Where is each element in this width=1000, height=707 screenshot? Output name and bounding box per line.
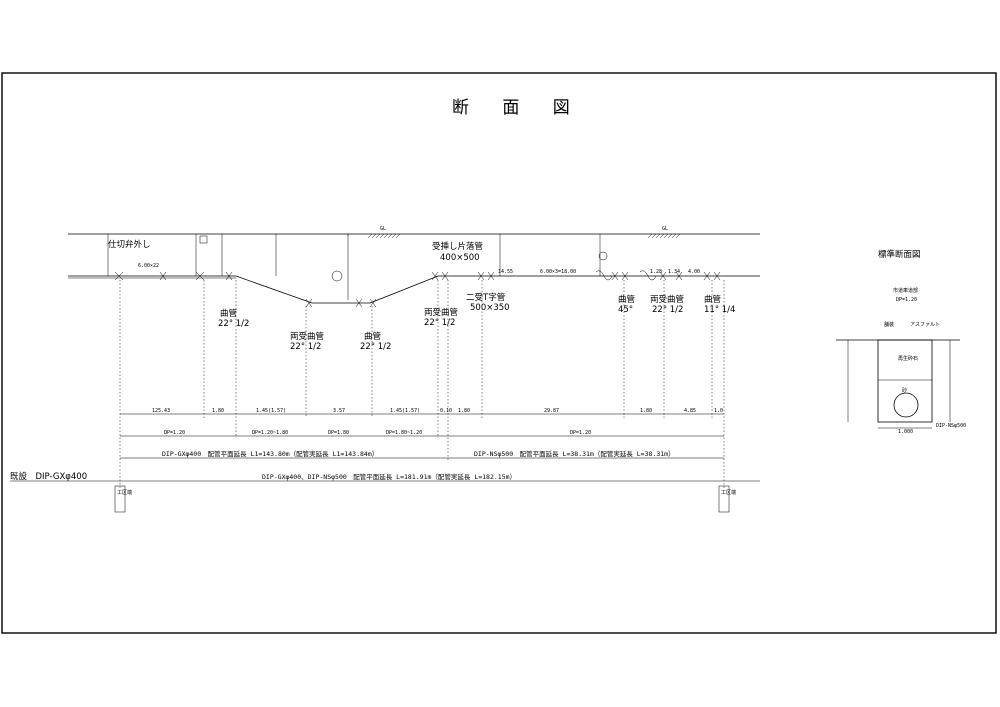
end-mark-left: 工区端 [117, 489, 132, 496]
dim-row1-8: 29.87 [544, 408, 559, 414]
standard-road-label: 市道車道部 [893, 287, 918, 294]
dim-row1-3: 1.45(1.57) [256, 408, 286, 414]
label-double-bend: 両受曲管 [290, 331, 324, 342]
standard-sand: 砂 [902, 387, 907, 394]
hydrant-circle [598, 251, 608, 261]
ground-hatch-left [367, 233, 401, 239]
label-saddle-pipe: 受挿し片落管 [432, 241, 483, 252]
label-bend-45: 曲管 [618, 294, 635, 305]
gl-mark-left: GL [380, 226, 386, 232]
label-double-bend3: 両受曲管 [650, 294, 684, 305]
dim-row1-11: 1.0 [714, 408, 723, 414]
dim-row2-1: DP=1.20 [164, 430, 185, 436]
fittings [114, 270, 721, 308]
segment-6: 4.00 [688, 269, 700, 275]
drawing-title: 断 面 図 [452, 98, 584, 118]
valve-box [199, 235, 208, 244]
dim-row1-1: 125.43 [152, 408, 170, 414]
segment-2: 6.00×3=18.00 [540, 269, 576, 275]
label-gate-valve-remove: 仕切弁外し [108, 239, 151, 250]
ns-length-text: DIP-NSφ500 配管平面延長 L=38.31m（配管実延長 L=38.31… [474, 449, 675, 458]
label-bend-right-angle: 11° 1/4 [704, 305, 735, 315]
pipe-profile [68, 275, 760, 304]
label-existing: 既設 DIP-GXφ400 [10, 471, 87, 482]
ground-hatch-right [647, 233, 681, 239]
label-double-bend3-angle: 22° 1/2 [652, 305, 683, 315]
dim-row2-3: DP=1.80 [328, 430, 349, 436]
standard-pipe [893, 392, 919, 418]
label-bend-mid: 曲管 [364, 331, 381, 342]
dim-row1-10: 4.85 [684, 408, 696, 414]
vertical-leaders [119, 280, 725, 490]
dim-row1-7: 1.80 [458, 408, 470, 414]
label-double-bend2-angle: 22° 1/2 [424, 318, 455, 328]
dim-row2-5: DP=1.20 [570, 430, 591, 436]
label-bend-left-angle: 22° 1/2 [218, 319, 249, 329]
standard-pipe-label: DIP-NSφ500 [936, 423, 966, 429]
standard-asphalt: アスファルト [910, 322, 940, 328]
segment-5: 1.34 [668, 269, 680, 275]
dim-row1-9: 1.80 [640, 408, 652, 414]
segment-3: 14.55 [498, 269, 513, 275]
top-depth-markers [107, 234, 601, 300]
manhole-circle [331, 270, 343, 282]
standard-backfill: 再生砕石 [898, 355, 918, 362]
label-bend-45-angle: 45° [618, 305, 633, 315]
end-mark-right: 工区端 [721, 489, 736, 496]
label-bend-right: 曲管 [704, 294, 721, 305]
label-tee: 二受T字管 [466, 292, 505, 303]
standard-trench [877, 339, 933, 423]
dim-row1-5: 1.45(1.57) [390, 408, 420, 414]
sheet-frame [1, 72, 997, 634]
standard-section-title: 標準断面図 [878, 249, 921, 260]
label-double-bend-angle: 22° 1/2 [290, 342, 321, 352]
end-mark-left-box [114, 485, 126, 513]
label-tee-size: 500×350 [470, 303, 510, 313]
segment-4: 1.28 [650, 269, 662, 275]
dim-row2-4: DP=1.80~1.20 [386, 430, 422, 436]
gl-mark-right: GL [662, 226, 668, 232]
gx-length-text: DIP-GXφ400 配管平面延長 L1=143.80m（配管実延長 L1=14… [162, 449, 378, 458]
end-mark-right-box [718, 485, 730, 513]
standard-dp: DP=1.20 [896, 297, 917, 303]
label-double-bend2: 両受曲管 [424, 307, 458, 318]
standard-pavement: 舗装 [884, 321, 894, 328]
total-length-text: DIP-GXφ400、DIP-NSφ500 配管平面延長 L=181.91m（配… [262, 472, 516, 481]
segment-1: 6.00×22 [138, 263, 159, 269]
dim-row1-6: 0.10 [440, 408, 452, 414]
dim-row2-2: DP=1.20~1.80 [252, 430, 288, 436]
standard-width: 1.000 [898, 429, 913, 435]
dim-row1-2: 1.80 [212, 408, 224, 414]
dim-row1-4: 3.57 [333, 408, 345, 414]
label-saddle-size: 400×500 [440, 253, 480, 263]
label-bend-mid-angle: 22° 1/2 [360, 342, 391, 352]
label-bend-left: 曲管 [220, 308, 237, 319]
